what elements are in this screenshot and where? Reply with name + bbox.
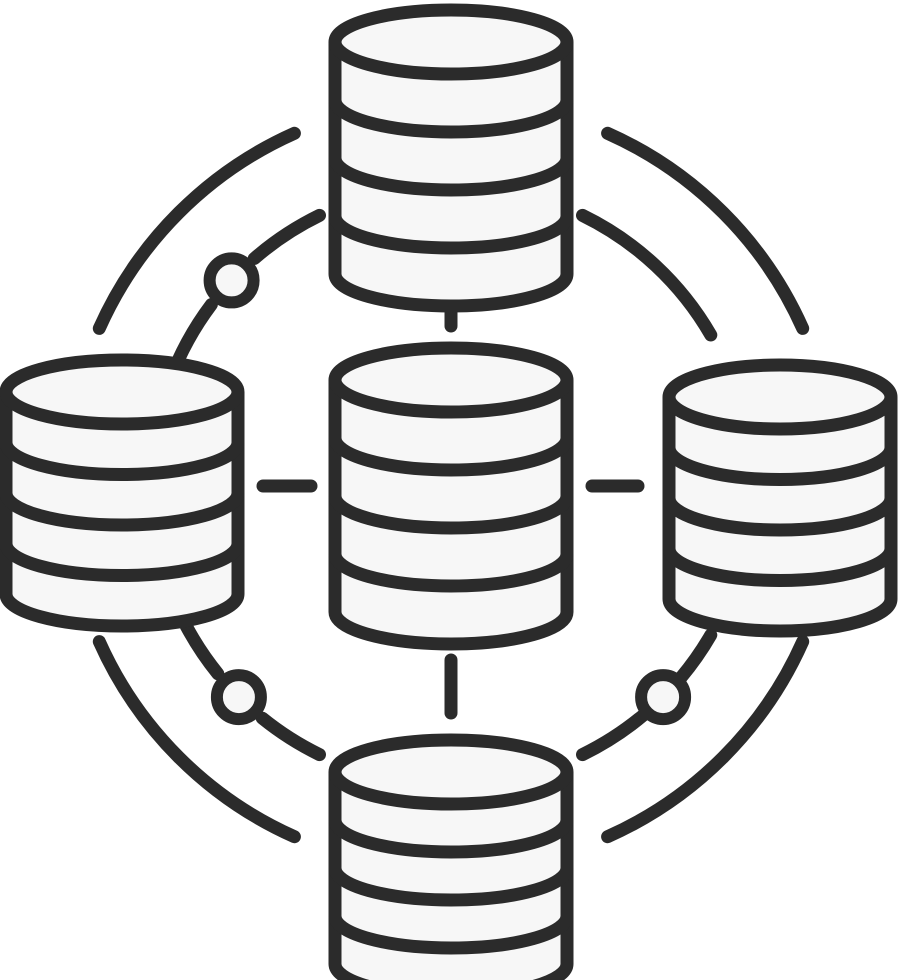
ring-node-dot — [203, 252, 260, 309]
database-disk-line — [328, 867, 574, 907]
database-disk-line — [662, 547, 898, 587]
outer-ring-arc — [92, 635, 301, 844]
database-body — [328, 380, 574, 651]
database-disk-line — [662, 446, 898, 486]
database-disk-line — [0, 542, 245, 582]
connector-lines — [256, 305, 645, 720]
database-disk-line — [328, 553, 574, 593]
database-body — [328, 772, 574, 980]
database-left-icon — [0, 353, 245, 633]
inner-ring — [162, 208, 718, 762]
database-bottom-icon — [328, 733, 574, 980]
database-disk-line — [328, 157, 574, 197]
ring-node-dot — [635, 669, 692, 726]
inner-ring-arc — [179, 619, 225, 681]
inner-ring-arc — [576, 208, 718, 342]
database-disk-line — [328, 99, 574, 139]
database-disk-line — [0, 441, 245, 481]
inner-ring-arc — [576, 708, 651, 762]
database-top — [328, 733, 574, 811]
database-disk-line — [328, 437, 574, 477]
inner-ring-arc — [247, 208, 326, 266]
database-right-icon — [662, 358, 898, 638]
database-top — [328, 341, 574, 419]
database-top — [328, 3, 574, 81]
database-disk-line — [328, 915, 574, 955]
database-body — [328, 42, 574, 313]
database-disk-line — [328, 495, 574, 535]
outer-ring — [92, 126, 810, 844]
outer-ring-arc — [601, 635, 810, 844]
ring-node-dot — [210, 669, 267, 726]
database-top — [0, 353, 245, 431]
database-center-icon — [328, 341, 574, 651]
database-disk-line — [662, 497, 898, 537]
database-disk-line — [328, 215, 574, 255]
outer-ring-arc — [92, 126, 301, 335]
database-stacks — [0, 3, 898, 980]
database-disk-line — [0, 492, 245, 532]
database-top — [662, 358, 898, 436]
outer-ring-arc — [601, 126, 810, 335]
inner-ring-arc — [255, 711, 326, 762]
database-disk-line — [328, 819, 574, 859]
inner-ring-arc — [674, 628, 718, 685]
database-top-icon — [328, 3, 574, 313]
